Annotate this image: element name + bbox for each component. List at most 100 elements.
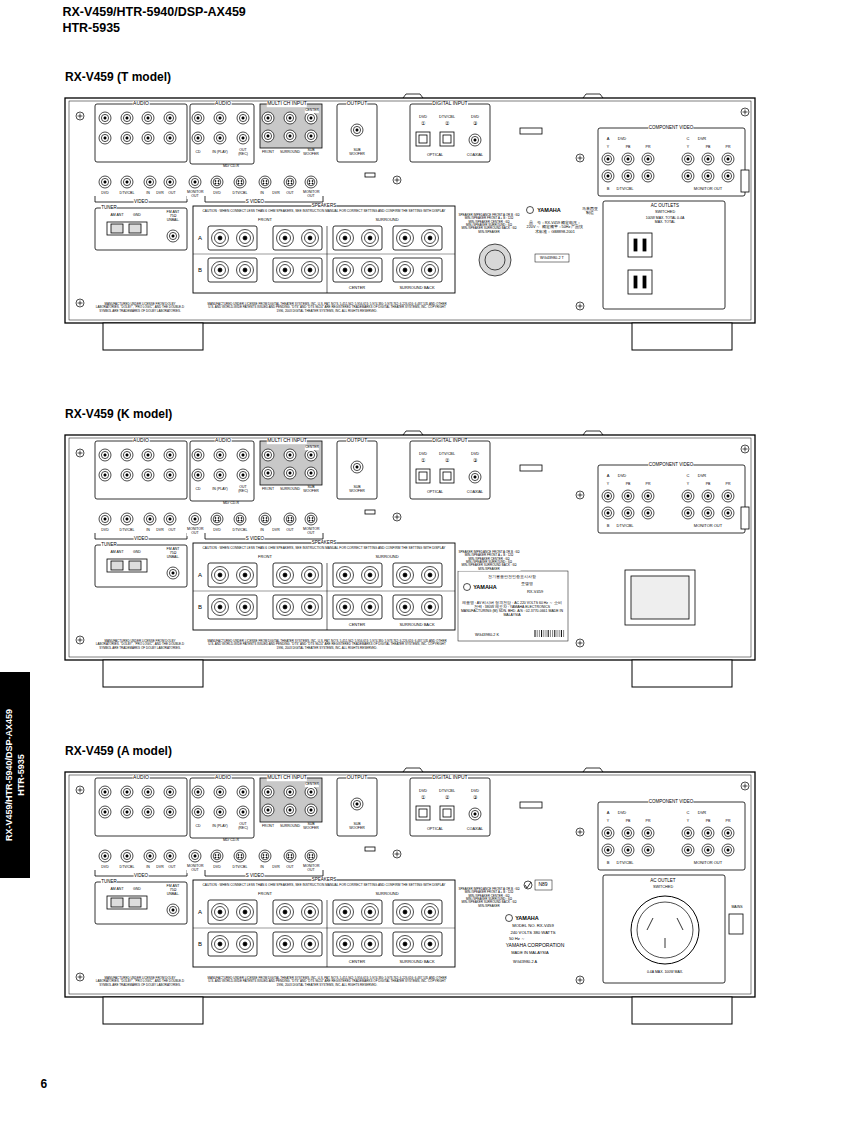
slot	[520, 802, 542, 808]
rca-jack	[194, 808, 201, 815]
s-video-jack	[266, 180, 267, 181]
component-video	[598, 802, 745, 870]
rca-jack	[101, 114, 108, 121]
screw	[76, 786, 84, 794]
rca-jack	[164, 513, 176, 525]
rca-jack	[474, 476, 476, 478]
rca-jack	[307, 469, 314, 476]
speaker-terminal	[240, 602, 251, 613]
s-video-jack	[288, 520, 289, 521]
rca-jack	[642, 153, 654, 165]
s-video-jack	[213, 515, 221, 523]
speaker-terminal	[397, 567, 414, 584]
rca-jack	[642, 490, 654, 502]
s-video-jack	[288, 854, 289, 855]
rca-jack	[707, 849, 709, 851]
terminal-frame	[273, 258, 322, 282]
speaker-terminal	[237, 230, 254, 247]
rca-jack	[627, 495, 629, 497]
optical-jack	[443, 809, 451, 817]
speaker-terminal	[215, 265, 226, 276]
rca-jack	[604, 172, 611, 179]
rca-jack	[147, 474, 149, 476]
top-notch	[403, 94, 423, 98]
panel-label: Y	[606, 820, 609, 824]
speaker-terminal	[337, 904, 354, 921]
rca-jack	[305, 804, 317, 816]
panel-label: B	[606, 524, 609, 528]
panel-label: S VIDEO	[245, 536, 264, 541]
panel-label: CD	[195, 825, 201, 829]
panel-label: SURROUND	[375, 218, 399, 222]
panel-label: 品 号：RX-V459 额定电压：220V ～ 额定频率：50Hz 产品技术标准…	[526, 221, 585, 234]
rca-jack	[166, 471, 173, 478]
panel-label: DVD	[101, 529, 109, 533]
speaker-terminal	[243, 268, 247, 272]
rca-jack	[644, 846, 651, 853]
rca-jack	[727, 495, 729, 497]
panel-label: AUDIO	[133, 438, 150, 444]
rca-jack	[123, 134, 130, 141]
rca-jack	[607, 175, 609, 177]
speaker-terminal	[308, 605, 312, 609]
multi-ch-input	[260, 778, 322, 822]
panel-label: COMPONENT VIDEO	[648, 125, 693, 130]
panel-label: DVR	[272, 866, 280, 870]
speaker-terminal	[243, 236, 247, 240]
s-video-jack	[215, 183, 216, 184]
terminal-frame	[333, 900, 382, 924]
panel-label: DVD	[471, 115, 480, 119]
rca-jack	[604, 509, 611, 516]
side-tab	[0, 672, 30, 878]
terminal-frame	[393, 595, 442, 619]
cord-hook	[741, 170, 749, 192]
screw	[580, 830, 581, 835]
yamaha-logo	[506, 915, 513, 922]
rca-jack	[724, 492, 731, 499]
speaker-terminal	[240, 570, 251, 581]
output-section	[337, 441, 377, 499]
rca-jack	[264, 469, 271, 476]
screw	[80, 451, 81, 456]
rca-jack	[192, 806, 204, 818]
speaker-terminal	[403, 236, 407, 240]
speaker-terminal	[215, 939, 226, 950]
panel-label: FRONT	[262, 151, 275, 155]
rca-jack	[622, 490, 634, 502]
s-video-jack	[241, 520, 242, 521]
speaker-terminal	[403, 573, 407, 577]
rca-jack	[622, 170, 634, 182]
speaker-terminal	[425, 233, 436, 244]
rca-jack	[642, 170, 654, 182]
panel-label: SPEAKERS	[311, 203, 336, 208]
rca-jack	[704, 155, 711, 162]
rca-jack	[104, 181, 106, 183]
rca-jack	[624, 492, 631, 499]
panel-label: SURROUND BACK	[399, 960, 435, 964]
rca-jack	[262, 786, 274, 798]
speaker-terminal	[308, 268, 312, 272]
rca-jack	[142, 469, 154, 481]
panel-label: COMPONENT VIDEO	[648, 462, 693, 467]
s-video-jack	[309, 857, 310, 858]
panel-label: IN (PLAY)	[212, 488, 229, 492]
rca-jack	[219, 137, 221, 139]
panel-label: DTV/CBL	[616, 524, 634, 528]
rca-jack	[216, 788, 223, 795]
rca-jack	[123, 471, 130, 478]
rca-jack	[144, 451, 151, 458]
component-video	[598, 465, 745, 533]
rear-panel-body	[65, 772, 755, 997]
rca-jack	[471, 136, 478, 143]
panel-label: DVR	[697, 811, 706, 815]
panel-label: VIDEO	[134, 199, 149, 204]
rca-jack	[707, 175, 709, 177]
s-video-jack	[312, 520, 313, 521]
rear-panel-body	[65, 435, 755, 660]
s-video-jack	[215, 520, 216, 521]
panel-label: RX-V459	[526, 590, 543, 594]
terminal-frame	[333, 258, 382, 282]
rca-jack	[471, 810, 478, 817]
rca-jack	[191, 178, 198, 185]
